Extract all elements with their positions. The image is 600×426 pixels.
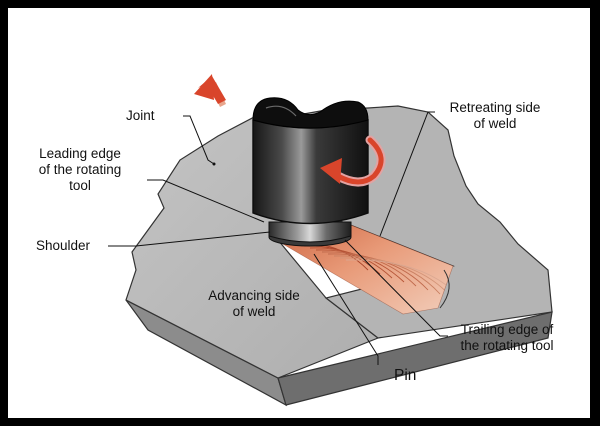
label-leading-edge: Leading edge of the rotating tool — [16, 146, 144, 194]
direction-arrow-icon — [194, 74, 226, 107]
retreating-leader — [379, 111, 435, 237]
leading-edge-leader — [147, 179, 265, 223]
label-advancing-line1: Advancing side — [208, 288, 300, 303]
weld-end-groove — [439, 269, 450, 309]
label-leading-edge-line1: Leading edge — [39, 146, 121, 161]
label-shoulder: Shoulder — [36, 238, 91, 253]
label-retreating-side: Retreating side of weld — [428, 100, 562, 132]
label-retreating-line2: of weld — [473, 116, 517, 131]
tool-body — [252, 119, 369, 225]
label-leading-edge-line3: tool — [69, 178, 91, 193]
diagram-frame: Joint Leading edge of the rotating tool … — [8, 8, 590, 418]
leader-lines — [108, 111, 448, 365]
label-trailing-line2: the rotating tool — [460, 338, 554, 353]
label-trailing-edge: Trailing edge of the rotating tool — [434, 322, 580, 354]
trailing-leader — [344, 239, 448, 337]
label-trailing-line1: Trailing edge of — [460, 322, 554, 337]
label-leading-edge-line2: of the rotating — [38, 162, 122, 177]
label-advancing-line2: of weld — [232, 304, 276, 319]
shoulder-leader — [108, 231, 271, 247]
label-retreating-line1: Retreating side — [449, 100, 541, 115]
friction-stir-welding-diagram — [108, 74, 553, 407]
pin-leader — [313, 253, 379, 365]
rotation-arrow-icon — [320, 135, 386, 187]
tool-top — [252, 97, 369, 129]
label-joint: Joint — [126, 108, 155, 123]
plate-right-face — [277, 311, 553, 406]
joint-leader — [183, 115, 215, 165]
tool-shoulder — [268, 221, 352, 243]
label-pin: Pin — [394, 367, 417, 384]
label-advancing-side: Advancing side of weld — [190, 288, 318, 320]
